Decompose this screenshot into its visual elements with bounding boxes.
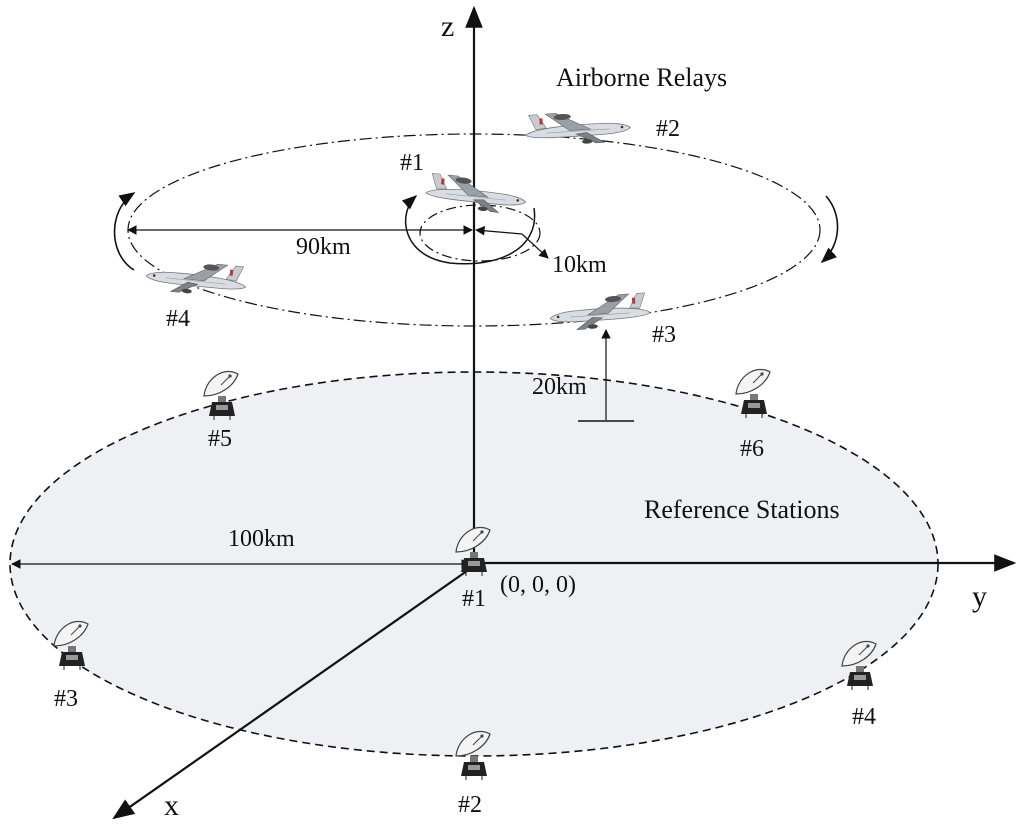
x-axis-label: x [164,789,179,822]
inner-radius-dimension [475,225,523,236]
station-4-label: #4 [852,704,876,730]
ground-radius-label: 100km [228,526,295,552]
relay-1-label: #1 [400,150,424,176]
outer-rotation-arrow-right [820,195,839,264]
inner-radius-label: 10km [552,252,607,278]
station-5-label: #5 [208,426,232,452]
relay-2-airplane-icon [523,108,632,149]
relay-2-label: #2 [656,116,680,142]
x-axis [112,565,475,820]
reference-stations-title: Reference Stations [644,495,840,524]
origin-label: (0, 0, 0) [500,572,576,598]
station-6-label: #6 [740,436,764,462]
relay-4-label: #4 [166,306,190,332]
y-axis-label: y [972,580,987,613]
station-3-label: #3 [54,686,78,712]
relay-3-airplane-icon [548,292,652,333]
airborne-relays-title: Airborne Relays [556,63,727,92]
outer-rotation-arrow-left [113,192,136,271]
inner-radius-leader [521,233,549,259]
inner-rotation-arrow [401,195,536,265]
z-axis-label: z [441,10,454,43]
station-2-label: #2 [458,792,482,818]
outer-radius-label: 90km [296,234,351,260]
altitude-label: 20km [532,374,587,400]
relay-3-label: #3 [652,322,676,348]
relay-4-airplane-icon [144,256,249,300]
station-1-label: #1 [462,586,486,612]
inner-orbit-ellipse [419,204,541,262]
